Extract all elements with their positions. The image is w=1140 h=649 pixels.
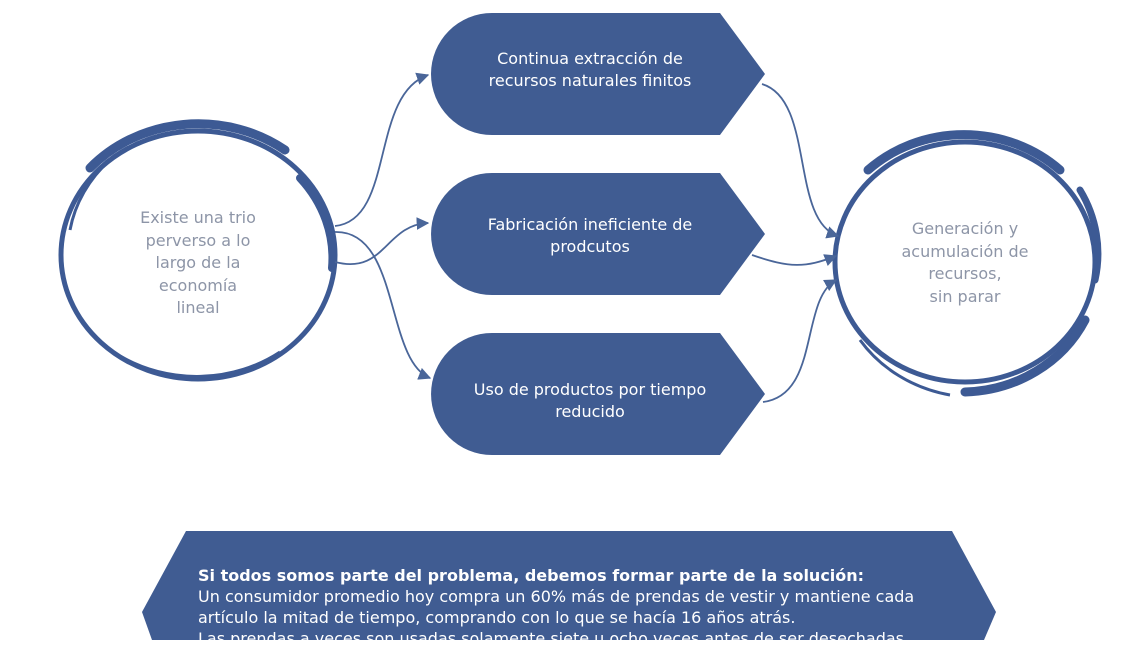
banner-line-3: Las prendas a veces son usadas solamente… [198,629,910,648]
connector-left-to-node-2 [334,217,430,265]
node-2-text: Fabricación ineficiente de prodcutos [487,215,693,256]
node-3-text: Uso de productos por tiempo reducido [473,380,707,421]
left-circle [58,119,338,382]
connector-node-1-to-right [761,83,840,239]
node-2-shape [431,173,765,295]
banner-line-1: Un consumidor promedio hoy compra un 60%… [198,587,915,606]
node-1-text: Continua extracción de recursos naturale… [488,49,692,90]
banner-line-2: artículo la mitad de tiempo, comprando c… [198,608,796,627]
connector-node-2-to-right [751,254,838,266]
banner-shape [142,531,996,640]
connectors [334,72,840,403]
banner-text: Si todos somos parte del problema, debem… [198,565,968,649]
node-3-shape [431,333,765,455]
connector-node-3-to-right [762,279,838,403]
banner-heading: Si todos somos parte del problema, debem… [198,566,865,585]
connector-left-to-node-3 [334,231,432,380]
right-circle-text: Generación y acumulación de recursos, si… [901,219,1029,306]
node-1-shape [431,13,765,135]
connector-left-to-node-1 [334,72,430,227]
left-circle-text: Existe una trio perverso a lo largo de l… [140,208,256,317]
